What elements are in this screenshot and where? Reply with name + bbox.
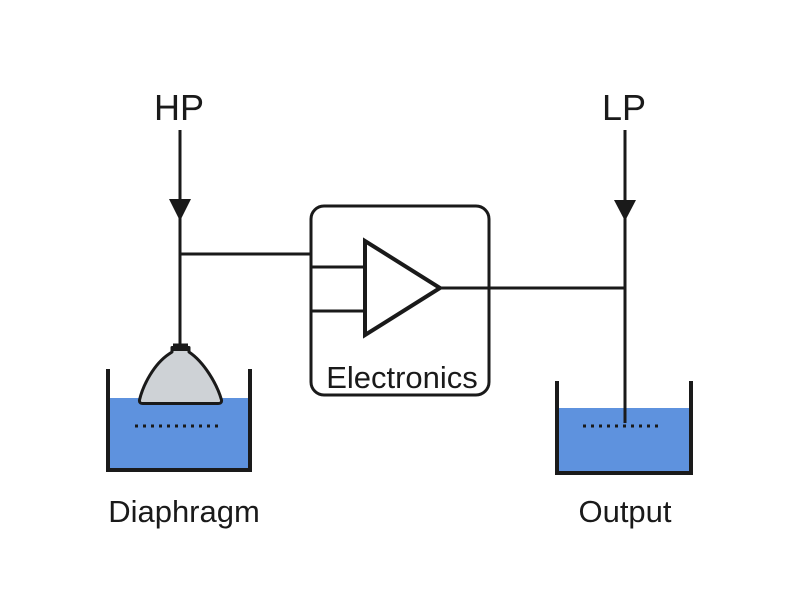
diaphragm-stem-cap <box>173 343 188 351</box>
electronics-box <box>309 204 491 397</box>
diaphragm-tank-walls <box>106 369 252 472</box>
hp-branch: HP <box>154 87 312 346</box>
diaphragm-tank-water <box>110 398 248 469</box>
output-tank: Output <box>555 381 693 529</box>
electronics-label: Electronics <box>326 360 478 395</box>
output-tank-walls <box>555 381 693 475</box>
electronics-unit: Electronics <box>309 204 626 397</box>
lp-label: LP <box>602 87 646 128</box>
amplifier-triangle-icon <box>363 237 444 339</box>
hp-label: HP <box>154 87 204 128</box>
diaphragm-bell-shape <box>137 346 224 405</box>
diaphragm-tank: Diaphragm <box>106 343 260 529</box>
lp-arrowhead-icon <box>614 200 636 221</box>
lp-branch: LP <box>602 87 646 423</box>
diaphragm-label: Diaphragm <box>108 494 260 529</box>
output-label: Output <box>578 494 671 529</box>
hp-arrowhead-icon <box>169 199 191 221</box>
